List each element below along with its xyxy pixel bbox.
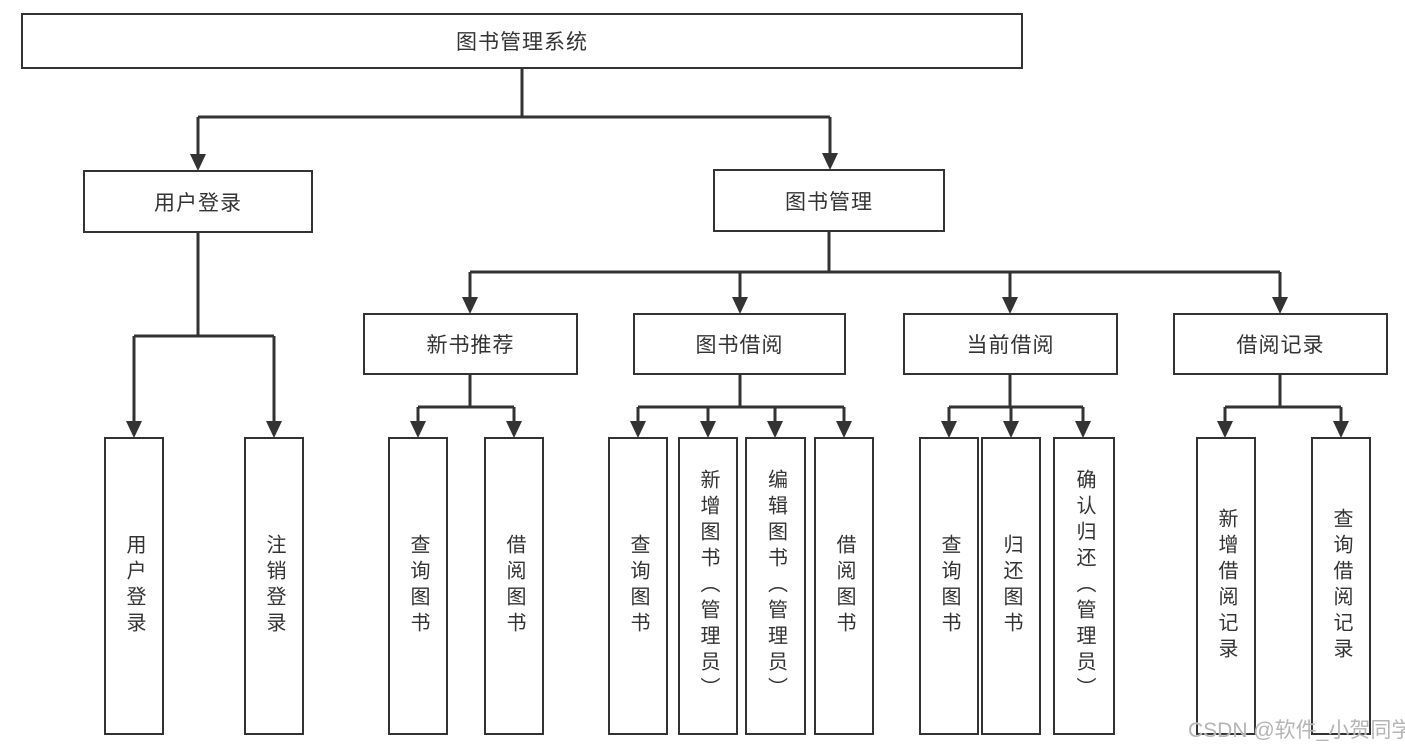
leaf-current-confirm-return-admin: 确认归还（管理员）	[1053, 437, 1115, 735]
leaf-records-add-record: 新增借阅记录	[1196, 437, 1256, 735]
node-borrowing-records: 借阅记录	[1173, 313, 1388, 375]
node-new-book-recommend: 新书推荐	[363, 313, 578, 375]
leaf-borrowing-edit-books-admin: 编辑图书（管理员）	[745, 437, 806, 735]
leaf-logout: 注销登录	[244, 437, 304, 735]
leaf-records-query-record: 查询借阅记录	[1311, 437, 1371, 735]
leaf-borrowing-borrow-books: 借阅图书	[814, 437, 874, 735]
node-library-system: 图书管理系统	[21, 13, 1023, 69]
leaf-newbooks-borrow-books: 借阅图书	[484, 437, 544, 735]
leaf-borrowing-add-books-admin: 新增图书（管理员）	[678, 437, 738, 735]
csdn-watermark: CSDN @软件_小贺同学	[1188, 719, 1405, 742]
leaf-current-return-books: 归还图书	[981, 437, 1041, 735]
node-user-login: 用户登录	[83, 170, 313, 233]
leaf-current-query-books: 查询图书	[919, 437, 979, 735]
node-book-borrowing: 图书借阅	[633, 313, 846, 375]
leaf-borrowing-query-books: 查询图书	[608, 437, 668, 735]
leaf-user-login: 用户登录	[104, 437, 164, 735]
node-book-management: 图书管理	[713, 169, 945, 232]
leaf-newbooks-query-books: 查询图书	[388, 437, 448, 735]
node-current-borrowing: 当前借阅	[903, 313, 1118, 375]
